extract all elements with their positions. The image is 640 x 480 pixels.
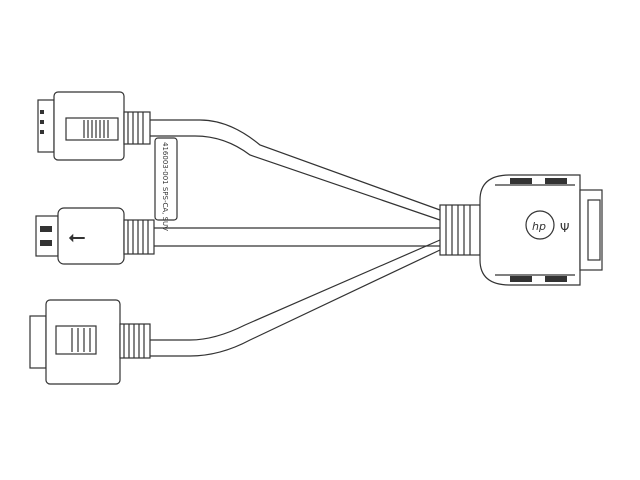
- trident-icon: Ψ: [560, 221, 569, 235]
- usb-connector: ⭠: [35, 207, 155, 265]
- main-connector: hp Ψ: [439, 174, 603, 286]
- logo-icon: [525, 210, 555, 240]
- usb-icon: ⭠: [68, 225, 86, 250]
- vga-connector-top: [37, 91, 151, 161]
- cables: [150, 119, 441, 357]
- cable-label-text: 416003-001 SPS-CA, SUV: [161, 142, 169, 231]
- cable-label: 416003-001 SPS-CA, SUV: [154, 137, 178, 231]
- vga-connector-bottom: [29, 299, 151, 385]
- svg-text:hp: hp: [532, 220, 546, 233]
